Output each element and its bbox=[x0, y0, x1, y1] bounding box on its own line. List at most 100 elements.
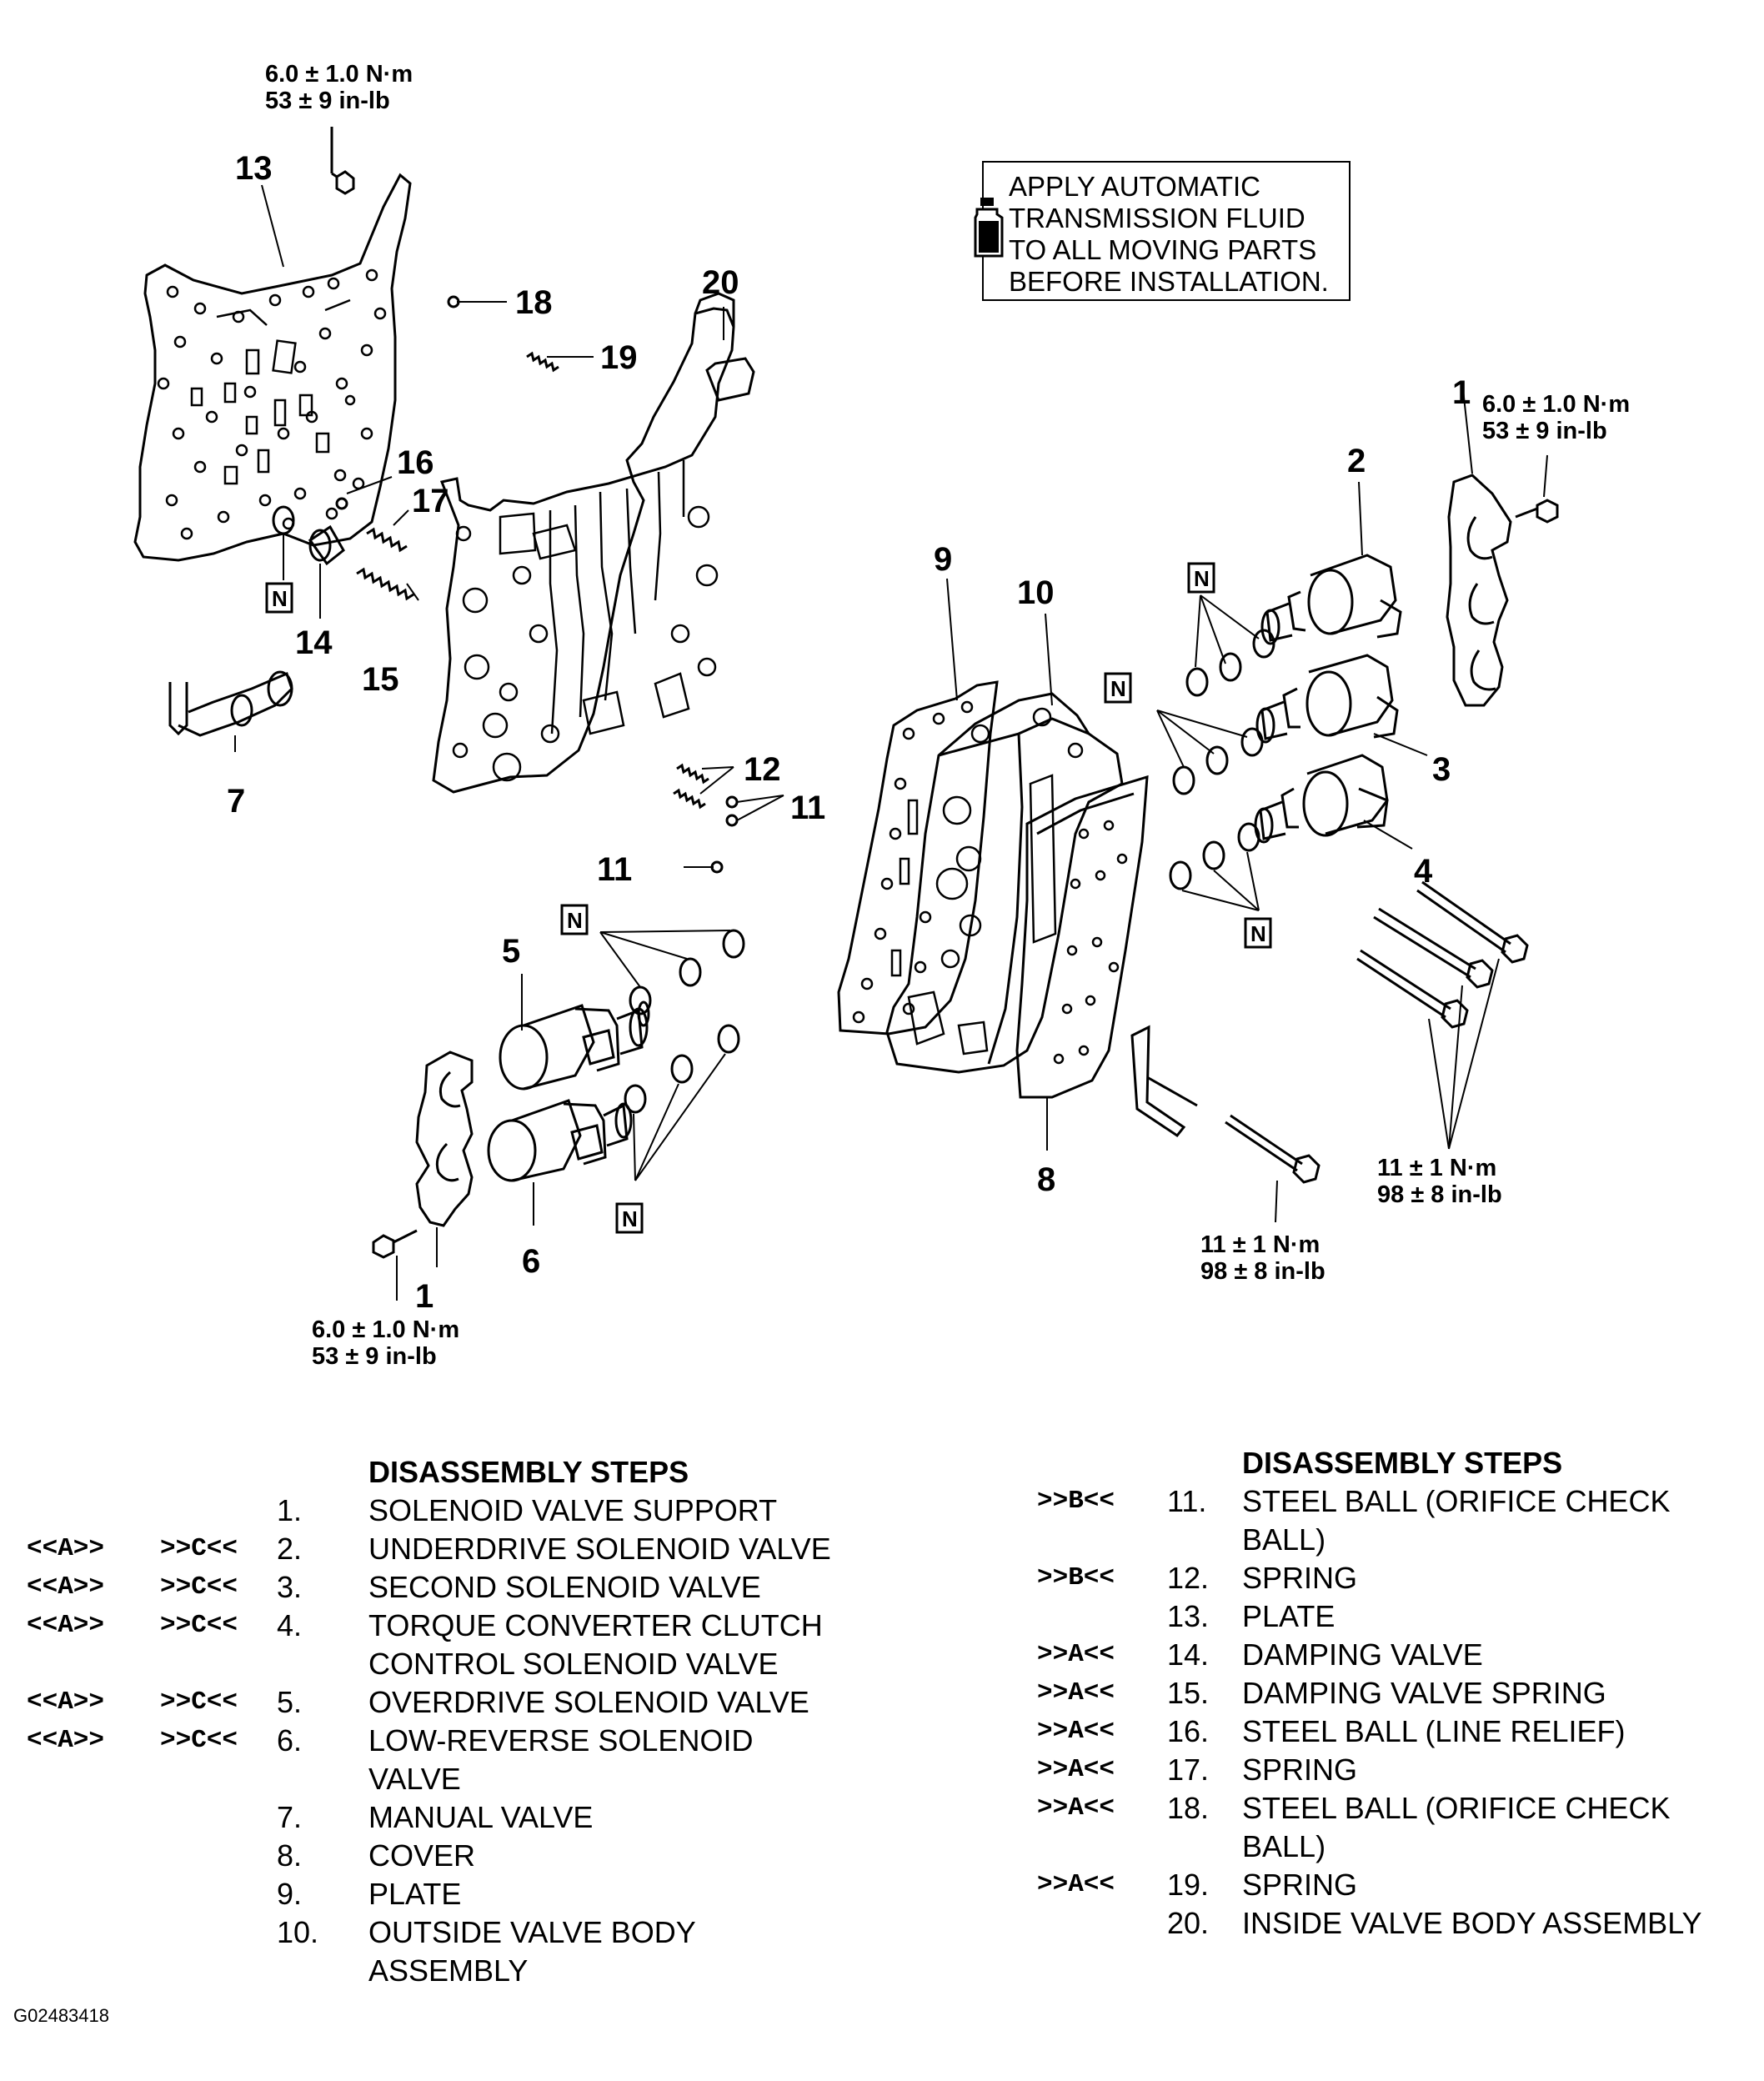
steel-ball-16 bbox=[335, 497, 348, 510]
bolt-top-left bbox=[330, 127, 355, 195]
steps-left-header: DISASSEMBLY STEPS bbox=[368, 1455, 689, 1489]
steel-ball-11a bbox=[725, 795, 739, 809]
svg-text:N: N bbox=[567, 908, 583, 933]
step-row: CONTROL SOLENOID VALVE bbox=[368, 1647, 779, 1681]
callout-10: 10 bbox=[1017, 574, 1055, 611]
torque-lower-left-nm: 6.0 ± 1.0 N·m bbox=[312, 1316, 459, 1343]
bolts-right bbox=[1356, 880, 1529, 1029]
step-row: >>A<<18.STEEL BALL (ORIFICE CHECK bbox=[1037, 1791, 1671, 1825]
callout-11a: 11 bbox=[790, 790, 825, 826]
note-line-4: BEFORE INSTALLATION. bbox=[1009, 266, 1329, 297]
callout-13: 13 bbox=[235, 150, 273, 187]
callout-15: 15 bbox=[362, 661, 399, 698]
step-row: <<A>>>>C<<3.SECOND SOLENOID VALVE bbox=[27, 1570, 761, 1604]
step-row: 13.PLATE bbox=[1167, 1599, 1336, 1633]
manual-valve-7 bbox=[168, 670, 293, 737]
callout-17: 17 bbox=[412, 483, 449, 519]
step-row: <<A>>>>C<<6.LOW-REVERSE SOLENOID bbox=[27, 1723, 754, 1758]
bracket-arm bbox=[1146, 1076, 1198, 1107]
torque-bolt-lower-nm: 11 ± 1 N·m bbox=[1200, 1231, 1320, 1258]
torque-top-left-inlb: 53 ± 9 in-lb bbox=[265, 88, 390, 114]
step-row: <<A>>>>C<<5.OVERDRIVE SOLENOID VALVE bbox=[27, 1685, 809, 1719]
underdrive-solenoid-2 bbox=[1260, 554, 1402, 645]
figure-id: G02483418 bbox=[13, 2005, 109, 2026]
step-row: >>A<<19.SPRING bbox=[1037, 1868, 1358, 1902]
callout-4: 4 bbox=[1414, 853, 1433, 890]
n-badge-2: N bbox=[1187, 562, 1215, 594]
step-row: ASSEMBLY bbox=[368, 1953, 529, 1988]
spring-12b bbox=[673, 788, 706, 810]
outside-valve-body-10 bbox=[885, 692, 1124, 1074]
bolt-lower bbox=[1225, 1114, 1320, 1184]
second-solenoid-3 bbox=[1255, 654, 1399, 744]
step-row: BALL) bbox=[1242, 1829, 1326, 1863]
solenoid-valve-support-1-right bbox=[1446, 474, 1512, 707]
step-row: <<A>>>>C<<2.UNDERDRIVE SOLENOID VALVE bbox=[27, 1532, 831, 1566]
torque-bolts-right-nm: 11 ± 1 N·m bbox=[1377, 1155, 1496, 1181]
callout-2: 2 bbox=[1347, 443, 1366, 479]
n-badge-upper: N bbox=[560, 904, 589, 935]
bracket bbox=[1130, 1025, 1186, 1138]
disassembly-steps-left: DISASSEMBLY STEPS 1.SOLENOID VALVE SUPPO… bbox=[27, 1453, 910, 1990]
step-row: 8.COVER bbox=[277, 1838, 476, 1873]
disassembly-steps-right: DISASSEMBLY STEPS >>B<<11.STEEL BALL (OR… bbox=[1037, 1444, 1754, 1943]
bolt-lower-left bbox=[372, 1229, 418, 1259]
n-badge-3: N bbox=[1104, 672, 1132, 704]
torque-right-inlb: 53 ± 9 in-lb bbox=[1482, 418, 1607, 444]
o-rings-right bbox=[1169, 629, 1275, 890]
torque-top-left-nm: 6.0 ± 1.0 N·m bbox=[265, 61, 413, 88]
note-line-2: TRANSMISSION FLUID bbox=[1009, 203, 1305, 233]
solenoid-valve-support-1-lower bbox=[415, 1051, 474, 1227]
separator-plate-13 bbox=[133, 173, 412, 562]
spring-19 bbox=[526, 351, 559, 373]
steps-right-header: DISASSEMBLY STEPS bbox=[1242, 1446, 1563, 1480]
spring-12a bbox=[676, 763, 709, 785]
step-row: VALVE bbox=[368, 1762, 461, 1796]
callout-3: 3 bbox=[1432, 751, 1451, 788]
apply-atf-note: APPLY AUTOMATIC TRANSMISSION FLUID TO AL… bbox=[974, 161, 1351, 301]
torque-bolts-right-inlb: 98 ± 8 in-lb bbox=[1377, 1181, 1502, 1208]
svg-text:N: N bbox=[1194, 566, 1210, 591]
step-row: 20.INSIDE VALVE BODY ASSEMBLY bbox=[1167, 1906, 1702, 1940]
exploded-view-diagram: 13 18 19 20 16 17 14 15 7 12 11 11 5 6 1… bbox=[133, 61, 1630, 1370]
svg-text:N: N bbox=[622, 1206, 638, 1231]
callout-8: 8 bbox=[1037, 1161, 1055, 1198]
bolt-right bbox=[1515, 499, 1559, 524]
callout-19: 19 bbox=[600, 339, 638, 376]
callout-14: 14 bbox=[295, 624, 333, 661]
step-row: >>A<<14.DAMPING VALVE bbox=[1037, 1637, 1483, 1672]
callout-7: 7 bbox=[227, 783, 245, 820]
step-row: >>B<<11.STEEL BALL (ORIFICE CHECK bbox=[1037, 1484, 1671, 1518]
callout-16: 16 bbox=[397, 444, 434, 481]
note-line-1: APPLY AUTOMATIC bbox=[1009, 171, 1260, 202]
callout-5: 5 bbox=[502, 933, 520, 970]
torque-bolt-lower-inlb: 98 ± 8 in-lb bbox=[1200, 1258, 1326, 1285]
step-row: 10.OUTSIDE VALVE BODY bbox=[277, 1915, 696, 1949]
callout-9: 9 bbox=[934, 541, 952, 578]
callout-12: 12 bbox=[744, 751, 781, 788]
note-line-3: TO ALL MOVING PARTS bbox=[1009, 234, 1317, 265]
inside-valve-body-20 bbox=[432, 292, 755, 794]
svg-text:N: N bbox=[1110, 676, 1126, 701]
cover-8 bbox=[1015, 775, 1149, 1099]
step-row: 9.PLATE bbox=[277, 1877, 462, 1911]
spring-15 bbox=[356, 567, 414, 601]
fluid-bottle-icon bbox=[974, 198, 1004, 258]
leader-lines bbox=[234, 184, 1548, 1301]
step-row: >>A<<15.DAMPING VALVE SPRING bbox=[1037, 1676, 1606, 1710]
low-reverse-solenoid-6 bbox=[487, 1099, 633, 1182]
torque-right-nm: 6.0 ± 1.0 N·m bbox=[1482, 391, 1630, 418]
step-row: >>A<<16.STEEL BALL (LINE RELIEF) bbox=[1037, 1714, 1626, 1748]
n-badge-4: N bbox=[1244, 917, 1272, 949]
step-row: BALL) bbox=[1242, 1522, 1326, 1557]
n-badge-14: N bbox=[265, 582, 293, 614]
step-row: 1.SOLENOID VALVE SUPPORT bbox=[277, 1493, 778, 1527]
steel-ball-11b bbox=[725, 814, 739, 827]
step-row: >>A<<17.SPRING bbox=[1037, 1753, 1358, 1787]
step-row: >>B<<12.SPRING bbox=[1037, 1561, 1358, 1595]
torque-lower-left-inlb: 53 ± 9 in-lb bbox=[312, 1343, 437, 1370]
n-badges: N N N N N N bbox=[265, 562, 1272, 1234]
tcc-solenoid-4 bbox=[1254, 754, 1389, 844]
damping-valve-14 bbox=[308, 524, 345, 566]
n-badge-lower: N bbox=[615, 1202, 644, 1234]
